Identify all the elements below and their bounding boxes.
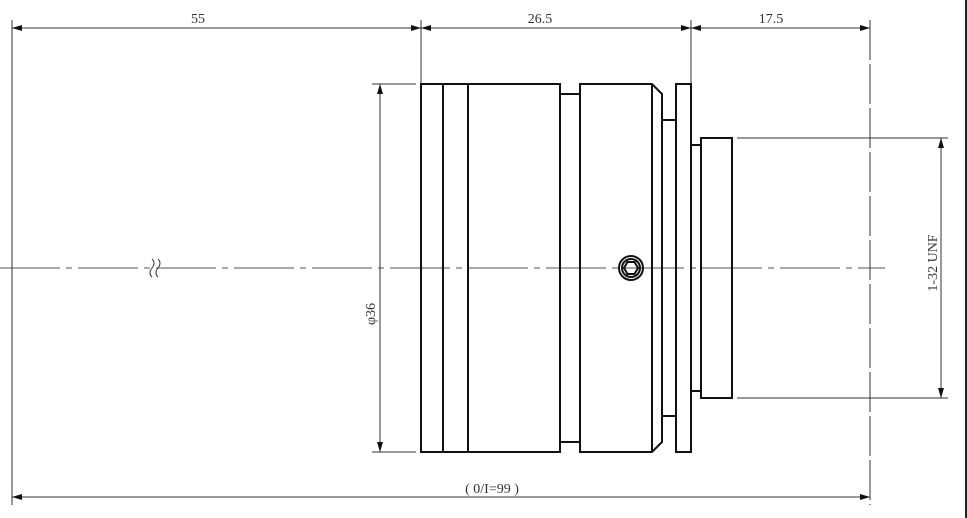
dim-label-17-5: 17.5 xyxy=(759,12,784,27)
thread-neck xyxy=(691,144,701,392)
dimension-diameter: φ36 xyxy=(364,84,383,452)
dim-label-thread: 1-32 UNF xyxy=(926,234,941,291)
extension-lines xyxy=(11,20,948,505)
neck xyxy=(560,93,580,443)
dimension-26-5: 26.5 xyxy=(421,12,691,31)
dim-label-55: 55 xyxy=(191,12,205,27)
c-mount-thread xyxy=(700,137,733,399)
small-neck xyxy=(662,119,676,417)
dimension-total: ( 0/I=99 ) xyxy=(12,482,870,500)
dim-label-diameter: φ36 xyxy=(364,303,379,325)
dim-label-26-5: 26.5 xyxy=(528,12,553,27)
break-symbol xyxy=(149,258,161,278)
dimension-55: 55 xyxy=(12,12,421,31)
dimension-17-5: 17.5 xyxy=(691,12,870,31)
lens-body xyxy=(420,83,733,453)
front-barrel xyxy=(420,83,561,453)
flange xyxy=(675,83,692,453)
dimension-thread: 1-32 UNF xyxy=(926,138,944,398)
dim-label-total: ( 0/I=99 ) xyxy=(465,482,519,497)
set-screw-icon xyxy=(618,255,644,281)
